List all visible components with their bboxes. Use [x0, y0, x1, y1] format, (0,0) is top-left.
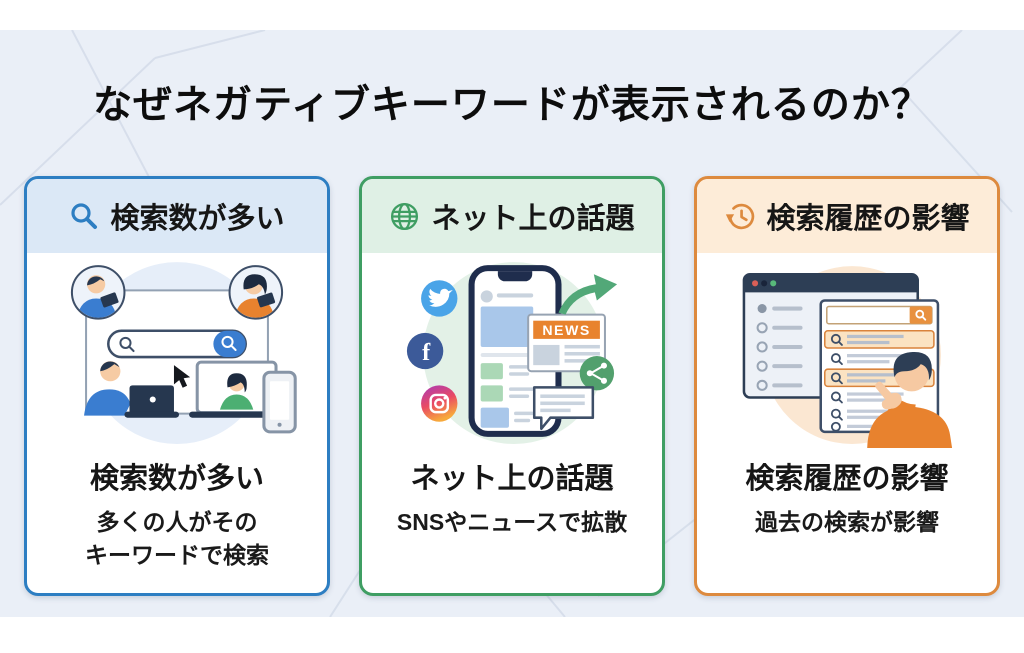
card2-body-subtitle: SNSやニュースで拡散 — [396, 509, 628, 535]
instagram-icon — [421, 385, 458, 422]
card1-header-label: 検索数が多い — [110, 203, 285, 235]
card2-header: ネット上の話題 — [362, 179, 662, 253]
search-volume-illustration — [27, 253, 327, 449]
share-icon — [579, 356, 615, 391]
card-online-buzz: ネット上の話題 — [359, 176, 665, 596]
top-margin-band — [0, 0, 1024, 30]
page-title: なぜネガティブキーワードが表示されるのか？ — [93, 84, 931, 127]
card3-header: 検索履歴の影響 — [697, 179, 997, 253]
sns-buzz-illustration: f NEWS — [362, 253, 662, 449]
magnifier-icon — [71, 203, 98, 229]
share-arrow — [558, 274, 618, 315]
card2-body-title: ネット上の話題 — [410, 463, 614, 495]
card2-header-label: ネット上の話題 — [431, 203, 635, 235]
card3-body-subtitle: 過去の検索が影響 — [755, 509, 939, 535]
card-high-search-volume: 検索数が多い — [24, 176, 330, 596]
pointing-person — [867, 351, 953, 448]
card1-body-subtitle: 多くの人がその キーワードで検索 — [85, 509, 269, 568]
infographic-canvas: なぜネガティブキーワードが表示されるのか？ 検索数が多い — [0, 30, 1024, 617]
history-clock-icon — [726, 203, 755, 229]
svg-text:f: f — [422, 339, 431, 366]
facebook-icon: f — [406, 332, 444, 370]
globe-icon — [391, 202, 419, 230]
card3-header-label: 検索履歴の影響 — [766, 203, 970, 235]
news-card: NEWS — [527, 313, 606, 373]
card1-body-title: 検索数が多い — [89, 463, 264, 495]
comment-bubble — [532, 386, 595, 431]
card1-header: 検索数が多い — [27, 179, 327, 253]
card3-body-title: 検索履歴の影響 — [745, 463, 949, 495]
news-label: NEWS — [542, 322, 590, 338]
twitter-icon — [421, 280, 458, 317]
cards-row: 検索数が多い — [0, 176, 1024, 596]
search-history-illustration — [697, 253, 997, 449]
card-search-history: 検索履歴の影響 — [694, 176, 1000, 596]
